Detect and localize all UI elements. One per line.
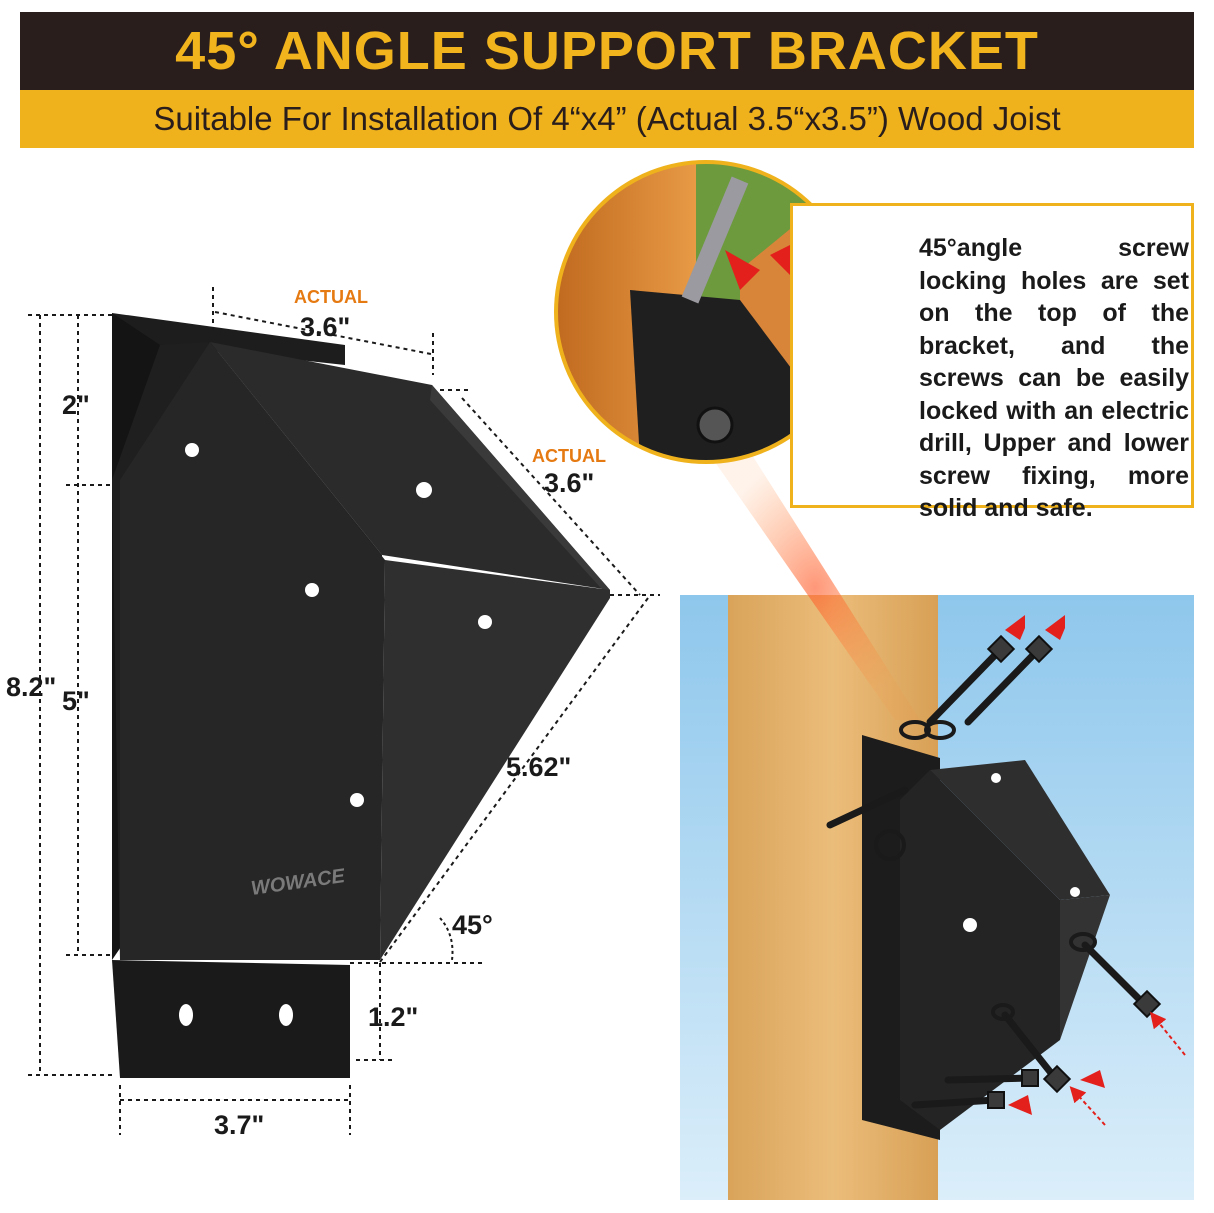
screw-hole <box>416 482 432 498</box>
screw-hole <box>350 793 364 807</box>
dimension-lines <box>28 287 660 1135</box>
installed-bracket <box>900 770 1060 1130</box>
dimension-width-side: 3.6" <box>544 468 595 498</box>
washers <box>874 720 1097 1021</box>
highlight-beam <box>710 455 920 720</box>
bracket-side-face <box>120 342 385 960</box>
actual-label-top: ACTUAL <box>294 287 368 307</box>
actual-label-side: ACTUAL <box>532 446 606 466</box>
page-title: 45° ANGLE SUPPORT BRACKET <box>175 21 1039 81</box>
bracket-foot-plate <box>112 960 350 1078</box>
title-banner: 45° ANGLE SUPPORT BRACKET <box>20 12 1194 90</box>
screw-hole <box>478 615 492 629</box>
bracket-main-illustration: WOWACE <box>112 313 610 1078</box>
screw-hole <box>179 1004 193 1026</box>
callout-text: 45°angle screw locking holes are set on … <box>919 234 1189 522</box>
lag-screws <box>826 646 1149 1109</box>
dimension-main-height: 5" <box>62 686 90 716</box>
dimension-total-height: 8.2" <box>6 672 57 702</box>
bracket-back-plate <box>112 313 345 480</box>
dimension-diagonal: 5.62" <box>506 752 572 782</box>
page-subtitle: Suitable For Installation Of 4“x4” (Actu… <box>153 100 1061 137</box>
feature-callout: 45°angle screw locking holes are set on … <box>790 203 1194 522</box>
dimension-angle: 45° <box>452 910 493 940</box>
bracket-top-opening <box>210 342 610 590</box>
subtitle-banner: Suitable For Installation Of 4“x4” (Actu… <box>20 90 1194 148</box>
screw-hole <box>185 443 199 457</box>
red-arrows <box>1005 615 1186 1126</box>
dimension-foot-height: 1.2" <box>368 1002 419 1032</box>
dimension-height-top: 2" <box>62 390 90 420</box>
bracket-front-face <box>380 560 610 960</box>
screw-hole <box>305 583 319 597</box>
dimension-foot-width: 3.7" <box>214 1110 265 1140</box>
screw-hole <box>279 1004 293 1026</box>
dimension-width-top: 3.6" <box>300 312 351 342</box>
